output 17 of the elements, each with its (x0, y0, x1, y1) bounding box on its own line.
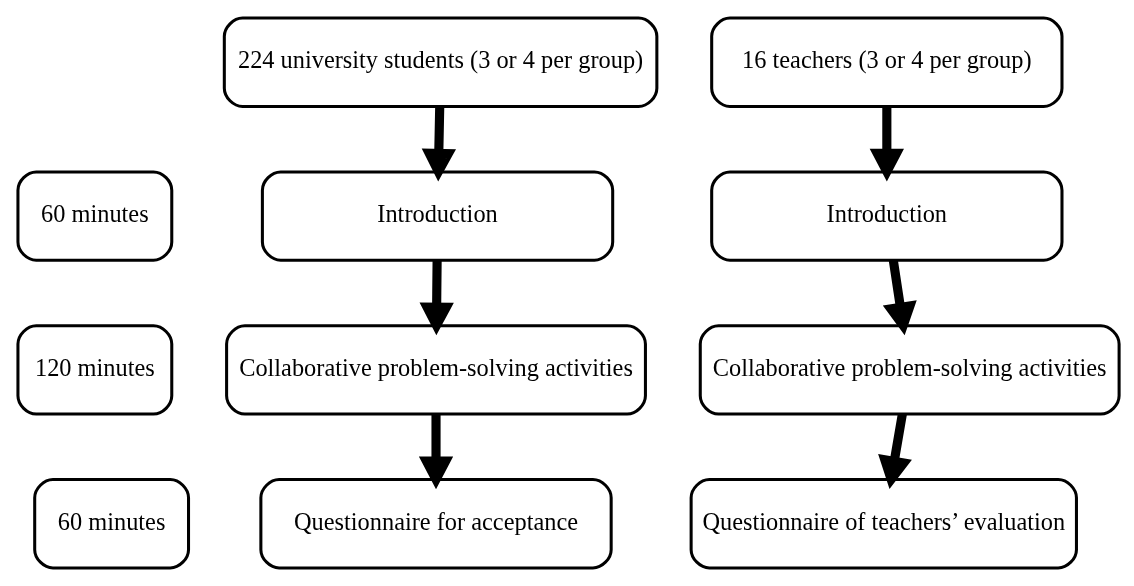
arrow (869, 106, 904, 182)
arrow (418, 414, 454, 490)
arrow (419, 260, 454, 336)
node-box: Collaborative problem-solving activities (225, 324, 647, 416)
node-box: 60 minutes (16, 170, 174, 262)
node-box: Introduction (710, 170, 1064, 262)
node-box: 120 minutes (16, 324, 174, 416)
node-box: Collaborative problem-solving activities (698, 324, 1121, 416)
node-box: Questionnaire of teachers’ evaluation (689, 478, 1078, 570)
node-box: Introduction (260, 170, 615, 262)
node-box: 60 minutes (33, 478, 191, 570)
arrow (882, 259, 917, 336)
node-box: 16 teachers (3 or 4 per group) (710, 16, 1064, 108)
node-box: Questionnaire for acceptance (259, 478, 613, 570)
arrow (878, 413, 912, 489)
arrow (421, 106, 457, 182)
node-box: 224 university students (3 or 4 per group) (222, 16, 659, 108)
